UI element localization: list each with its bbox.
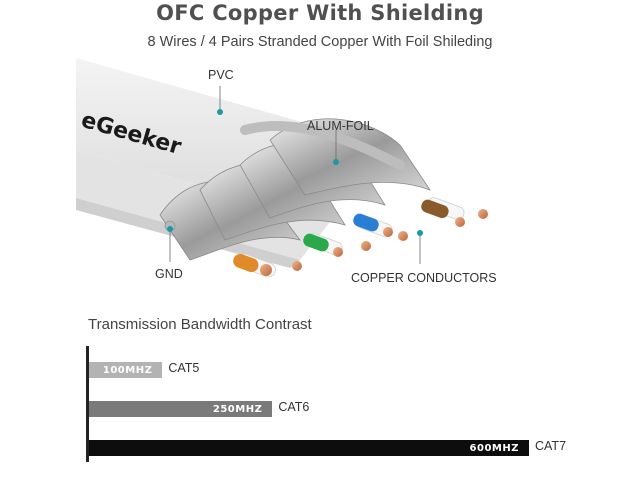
bar-cat6: 250MHZ — [89, 401, 273, 417]
callout-copper-conductors: COPPER CONDUCTORS — [351, 271, 497, 285]
bar-cat7: 600MHZ — [89, 440, 529, 456]
page-title: OFC Copper With Shielding — [156, 1, 484, 25]
cable-illustration: eGeeker — [76, 58, 488, 278]
page-subtitle: 8 Wires / 4 Pairs Stranded Copper With F… — [147, 34, 493, 50]
copper-conductors — [260, 209, 488, 276]
bar-value-label: 100MHZ — [102, 364, 153, 376]
category-label-cat6: CAT6 — [278, 400, 310, 414]
chart-axis — [86, 346, 89, 462]
category-label-cat5: CAT5 — [168, 361, 200, 375]
bar-value-label: 250MHZ — [212, 403, 263, 415]
bar-cat5: 100MHZ — [89, 362, 163, 378]
callout-dots — [167, 109, 423, 236]
category-label-cat7: CAT7 — [535, 439, 567, 453]
callout-leaders — [169, 86, 421, 264]
callout-gnd: GND — [155, 267, 183, 281]
colored-wires — [233, 199, 449, 273]
callout-pvc: PVC — [208, 68, 234, 82]
callout-alum-foil: ALUM-FOIL — [307, 119, 374, 133]
foil-shield-pairs — [159, 118, 432, 261]
chart-title: Transmission Bandwidth Contrast — [88, 316, 312, 333]
bar-value-label: 600MHZ — [469, 442, 519, 454]
